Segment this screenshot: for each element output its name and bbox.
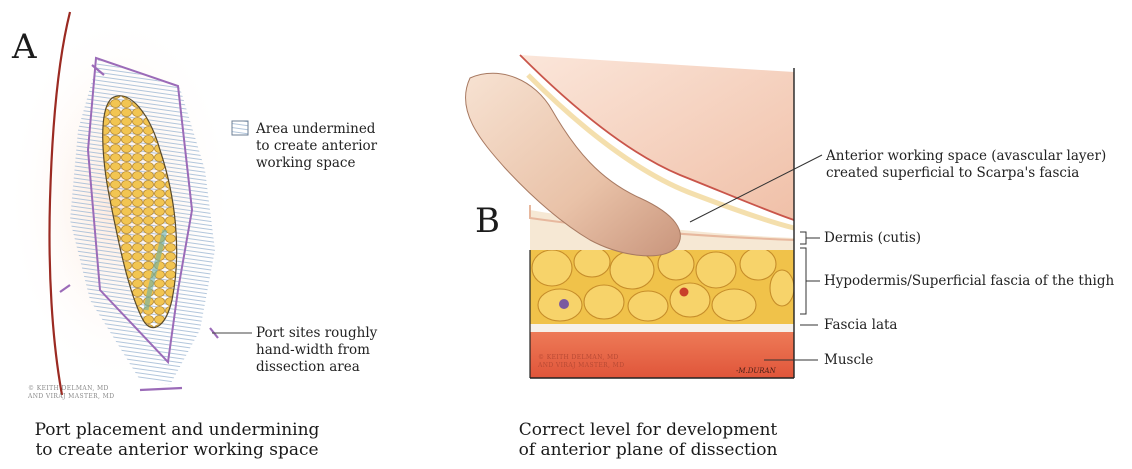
port-mark-bottom (140, 388, 182, 390)
panel-a-copyright: © KEITH DELMAN, MD AND VIRAJ MASTER, MD (28, 385, 114, 401)
hypodermis-label: Hypodermis/Superficial fascia of the thi… (824, 273, 1114, 290)
panel-a-caption: Port placement and undermining to create… (12, 420, 342, 460)
dermis-label: Dermis (cutis) (824, 230, 921, 247)
panel-b-caption: Correct level for development of anterio… (498, 420, 798, 460)
dermis-bracket (800, 232, 806, 244)
panel-b-illustration (465, 55, 822, 378)
vessel-red (680, 288, 689, 297)
port-sites-label: Port sites roughly hand-width from disse… (256, 325, 377, 376)
artist-signature: -M.DURAN (736, 367, 776, 375)
vessel-purple (559, 299, 569, 309)
legend-label: Area undermined to create anterior worki… (256, 121, 377, 172)
panel-b-copyright: © KEITH DELMAN, MD AND VIRAJ MASTER, MD (538, 354, 624, 370)
fascia-lata-label: Fascia lata (824, 317, 898, 334)
hypodermis-bracket (800, 248, 806, 314)
panel-b-letter: B (475, 204, 500, 238)
legend-swatch (232, 121, 248, 135)
muscle-label: Muscle (824, 352, 873, 369)
panel-a-letter: A (12, 30, 37, 64)
panel-a-illustration (5, 10, 252, 395)
anterior-space-label: Anterior working space (avascular layer)… (826, 148, 1106, 182)
